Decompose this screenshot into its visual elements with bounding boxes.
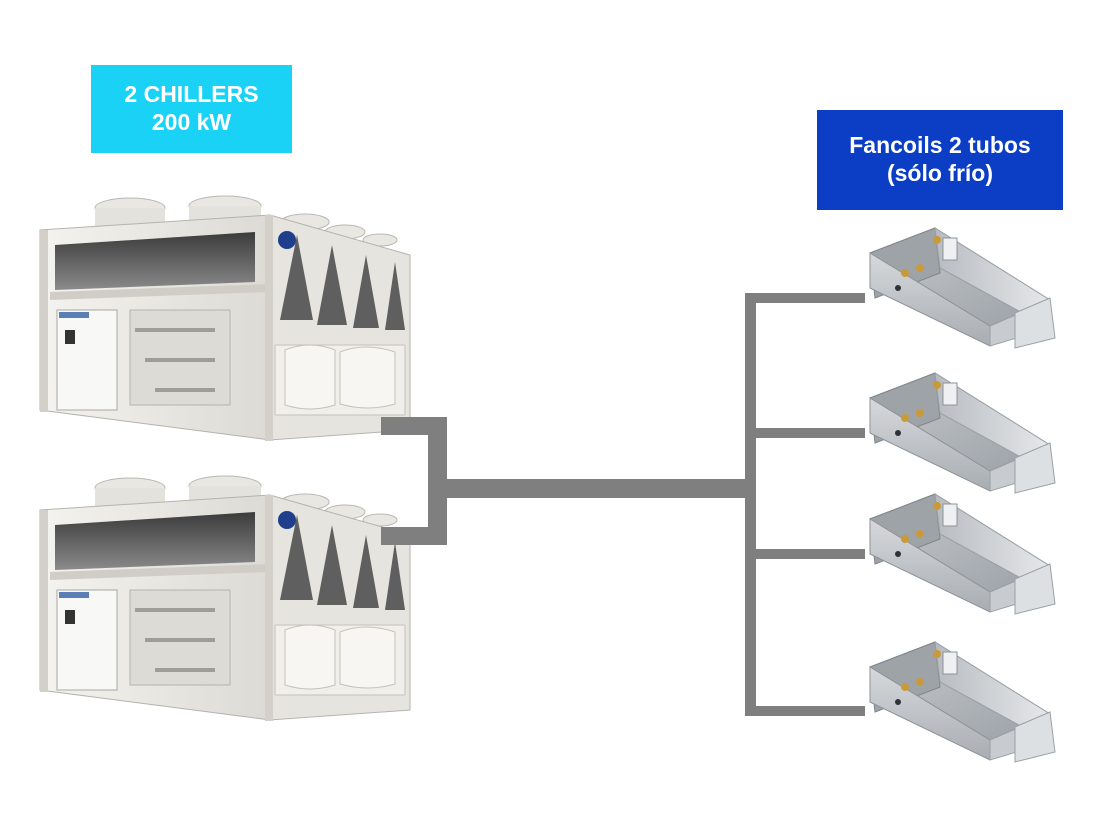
chiller-unit-1 [38,194,412,443]
pipe-branch-1 [745,293,865,303]
fancoil-unit-2 [869,372,1056,494]
chiller-unit-2 [38,474,412,723]
pipe-branch-3 [745,549,865,559]
fancoil-unit-4 [869,641,1056,763]
fancoil-unit-3 [869,493,1056,615]
fancoils-label: Fancoils 2 tubos (sólo frío) [817,110,1063,210]
chillers-label-line1: 2 CHILLERS [124,81,259,108]
chillers-label: 2 CHILLERS 200 kW [91,65,292,153]
chillers-label-line2: 200 kW [151,109,232,135]
pipe-branch-4 [745,706,865,716]
fancoil-unit-1 [869,227,1056,349]
pipe-branch-2 [745,428,865,438]
fancoils-label-line2: (sólo frío) [886,160,994,186]
pipe-main-header [428,479,756,498]
piping-network [381,293,865,716]
fancoils-label-line1: Fancoils 2 tubos [849,132,1031,159]
pipe-distribution-riser [745,293,756,716]
